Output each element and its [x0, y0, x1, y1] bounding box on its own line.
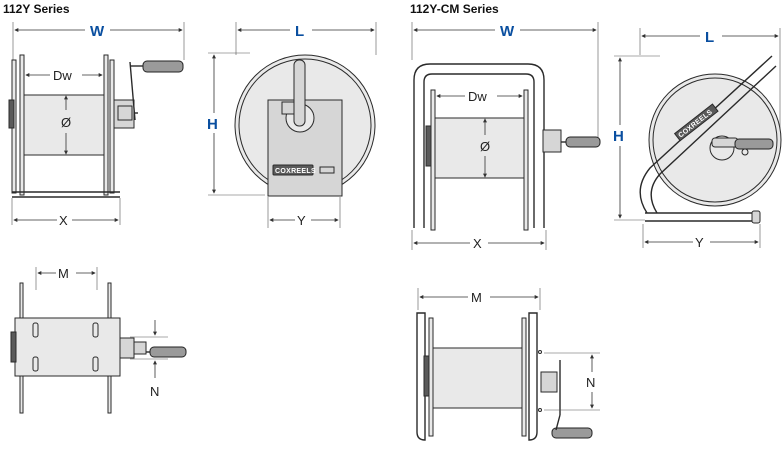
dim-label-cm-w: W	[500, 23, 515, 40]
reel-112y-cm-front-view: W Dw Ø X	[411, 22, 601, 251]
dim-label-cm-x: X	[473, 236, 482, 251]
reel-112y-side-view: L H COXREELS Y	[207, 22, 377, 228]
dim-label-l: L	[295, 23, 304, 40]
reel-112y-cm-top-view: M N	[416, 288, 600, 441]
dim-label-cm-y: Y	[695, 235, 704, 250]
title-112y-cm-series: 112Y-CM Series	[410, 2, 499, 16]
brand-label-112y: COXREELS	[275, 168, 316, 175]
dim-label-x: X	[59, 213, 68, 228]
dim-label-cm-n: N	[586, 375, 595, 390]
dim-label-cm-diameter: Ø	[480, 139, 490, 154]
reel-112y-top-view: M N	[10, 266, 187, 414]
dim-label-cm-dw: Dw	[468, 89, 487, 104]
dim-label-h: H	[207, 116, 218, 133]
reel-112y-front-view: W Dw Ø X	[8, 22, 185, 228]
dim-label-n: N	[150, 384, 159, 399]
title-112y-series: 112Y Series	[3, 2, 70, 16]
dim-label-cm-h: H	[613, 128, 624, 145]
dim-label-cm-m: M	[471, 290, 482, 305]
dim-label-diameter: Ø	[61, 115, 71, 130]
dim-label-cm-l: L	[705, 29, 714, 46]
dim-label-dw: Dw	[53, 68, 72, 83]
dim-label-m: M	[58, 266, 69, 281]
dim-label-y: Y	[297, 213, 306, 228]
dim-label-w: W	[90, 23, 105, 40]
reel-112y-cm-side-view: L H COXREELS Y	[613, 28, 782, 250]
